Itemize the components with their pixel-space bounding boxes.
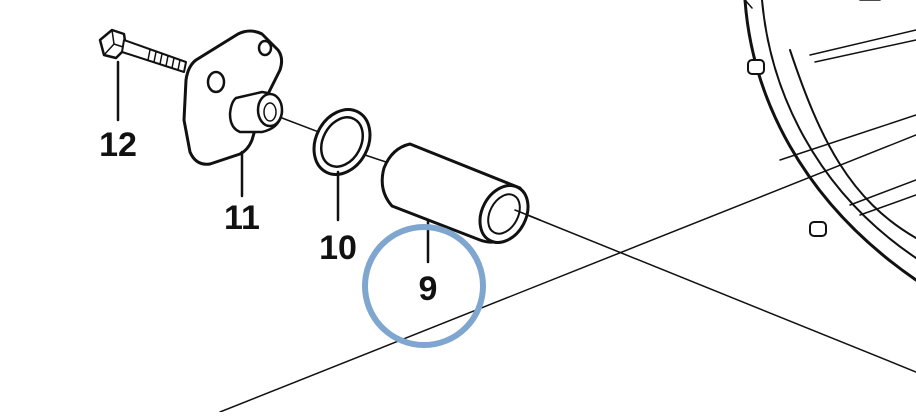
flange-pin-end xyxy=(256,92,284,128)
leader-lines xyxy=(116,60,430,264)
callout-12: 12 xyxy=(99,126,137,164)
highlight-circle xyxy=(362,224,486,348)
bolt-part xyxy=(98,28,187,73)
flange-hole-side xyxy=(257,39,273,57)
housing-bolt-upper xyxy=(747,59,765,75)
bushing-part xyxy=(380,142,541,244)
seal-ring-part xyxy=(312,108,372,176)
callout-11: 11 xyxy=(224,199,260,237)
callout-9: 9 xyxy=(419,270,438,308)
housing-bolt-lower xyxy=(809,221,827,237)
housing-assembly xyxy=(743,0,916,282)
flange-hole-top xyxy=(206,70,226,94)
flange-part xyxy=(182,29,284,166)
callout-10: 10 xyxy=(319,229,357,267)
